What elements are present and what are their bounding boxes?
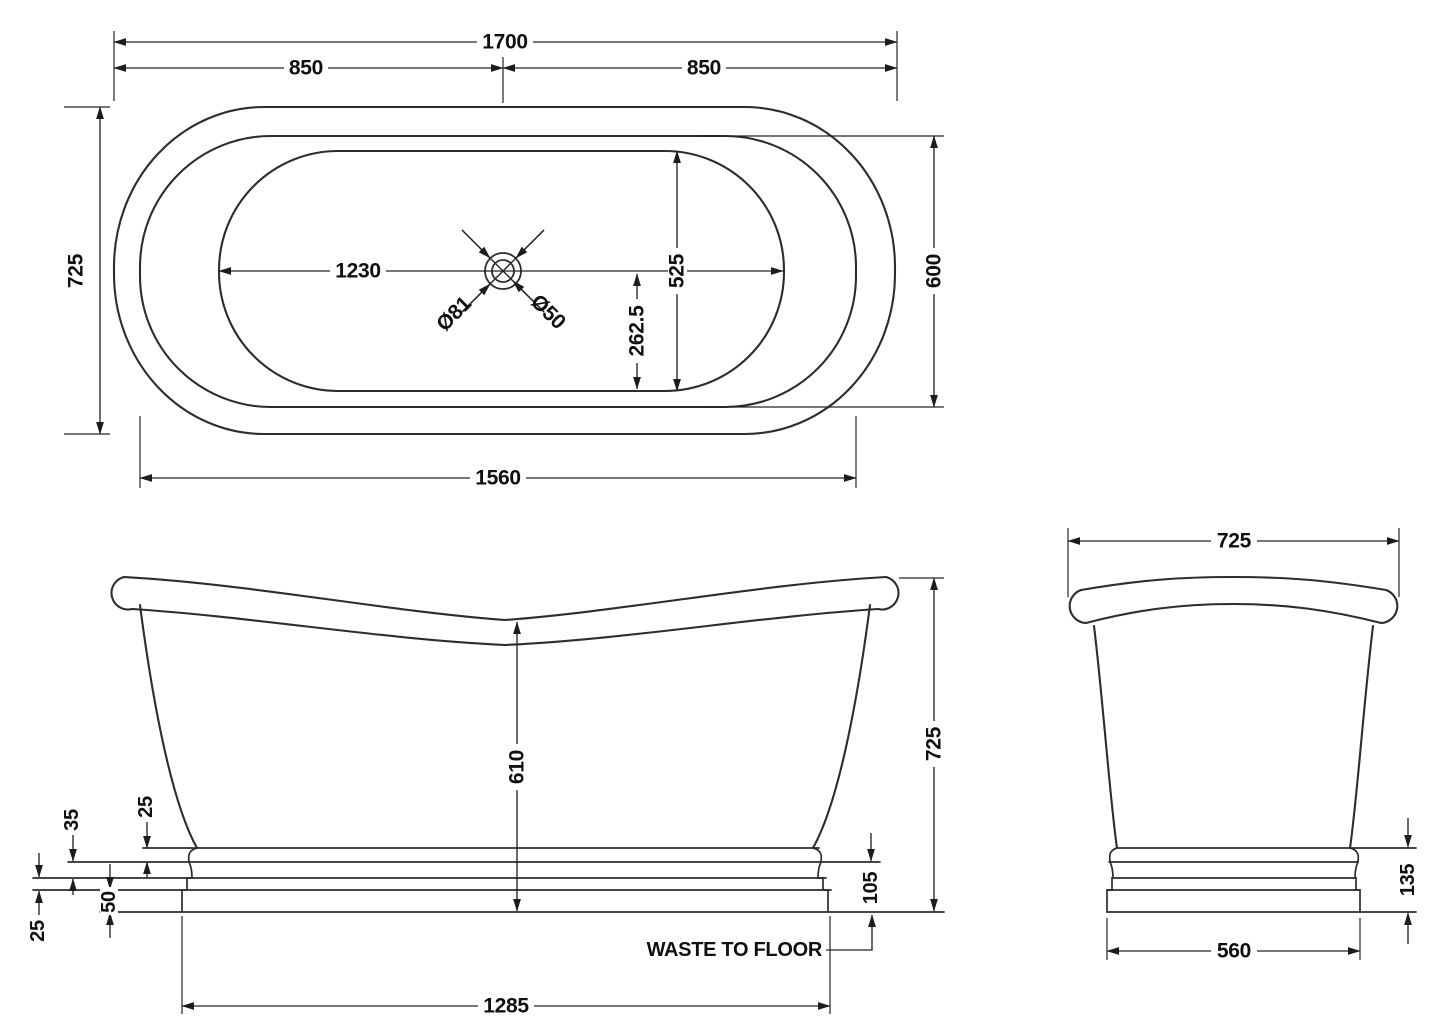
plinth-band-second-label: 35 [61,809,83,831]
drain-arrow [461,229,491,259]
label-mask [478,997,534,1015]
dim-plan-overall-width: 725 [64,106,110,435]
label-mask [925,248,943,294]
front-overall-height-label: 725 [923,726,946,761]
label-mask [1211,532,1257,550]
label-mask [508,744,527,790]
dim-plinth-band-second: 35 [61,809,83,895]
label-mask [470,469,526,487]
waste-to-floor-label: WASTE TO FLOOR [647,939,823,961]
plinth-band-top-label: 25 [135,796,157,818]
dim-waste-height: 105 [860,833,882,904]
dim-plan-waste-offset: 262.5 [626,273,649,390]
label-mask [284,59,328,77]
side-overall-width-label: 725 [1217,530,1252,553]
plan-overall-length-label: 1700 [482,31,528,54]
dim-plinth-band-third: 25 [27,853,49,942]
dim-front-internal-depth: 610 [506,621,529,912]
plan-basin-length-label: 1230 [335,260,381,283]
side-body-left [1092,624,1119,850]
plan-view: Ø81 Ø50 1700 850 850 [64,31,946,490]
dim-plinth-band-top: 25 [135,796,157,878]
drain-arrow [461,283,491,313]
dim-plinth-band-bottom: 50 [98,864,120,938]
label-mask [100,887,118,915]
label-mask [925,721,944,767]
dim-plan-basin-length: 1230 [218,260,784,283]
side-plinth-left-profile [1106,847,1118,913]
plan-outer-rim-outline [112,105,897,436]
dim-side-plinth-height: 135 [1397,818,1419,944]
side-body-right [1348,624,1375,850]
side-plinth-height-label: 135 [1397,864,1419,897]
label-mask [682,59,726,77]
plinth-band-third-label: 25 [27,920,49,942]
dim-plan-basin-width: 525 [666,150,689,392]
plan-overall-width-label: 725 [65,253,88,288]
side-base-width-label: 560 [1217,940,1251,963]
label-mask [668,248,687,294]
drain-arrow [515,229,545,259]
front-rim-outline [110,575,900,647]
waste-to-floor-callout: WASTE TO FLOOR [647,914,876,961]
front-body-right [811,603,872,850]
side-rim-outline [1068,575,1399,625]
plan-half-length-right-label: 850 [687,57,721,80]
front-plinth-right-profile [812,847,829,913]
front-body-left [138,603,199,850]
plan-rim-inner-outline [138,134,858,409]
waste-drain: Ø81 Ø50 [432,229,570,336]
label-mask [1399,857,1417,903]
label-mask [1211,942,1257,960]
dim-plan-overall-length: 1700 [113,31,898,101]
label-mask [330,262,386,280]
label-mask [477,33,533,51]
front-plinth-left-profile [181,847,198,913]
dim-plan-half-lengths: 850 850 [113,57,898,103]
waste-hole-diameter-label: Ø81 [432,292,476,336]
dim-side-overall-width: 725 [1067,528,1400,597]
front-internal-depth-label: 610 [506,750,529,784]
dim-front-overall-height: 725 [899,577,946,912]
waste-height-label: 105 [860,872,882,905]
dim-side-base-width: 560 [1106,918,1361,963]
plinth-band-bottom-label: 50 [98,891,120,913]
leader-line [826,914,876,951]
side-plinth-right-profile [1349,847,1361,913]
dim-front-base-length: 1285 [181,916,831,1018]
plan-rim-inner-width-label: 600 [923,254,946,288]
dim-plan-rim-inner-length: 1560 [139,416,857,490]
plan-half-length-left-label: 850 [289,57,323,80]
plan-basin-width-label: 525 [666,253,689,288]
drain-arrow [512,280,545,313]
front-base-length-label: 1285 [483,995,529,1018]
front-elevation: 610 725 25 35 [27,575,946,1018]
plan-waste-offset-label: 262.5 [626,305,649,357]
waste-pipe-diameter-label: Ø50 [526,290,570,334]
plan-rim-inner-length-label: 1560 [475,467,521,490]
dim-plan-rim-inner-width: 600 [700,135,946,408]
label-mask [628,299,647,363]
side-elevation: 725 135 560 [1067,528,1419,963]
